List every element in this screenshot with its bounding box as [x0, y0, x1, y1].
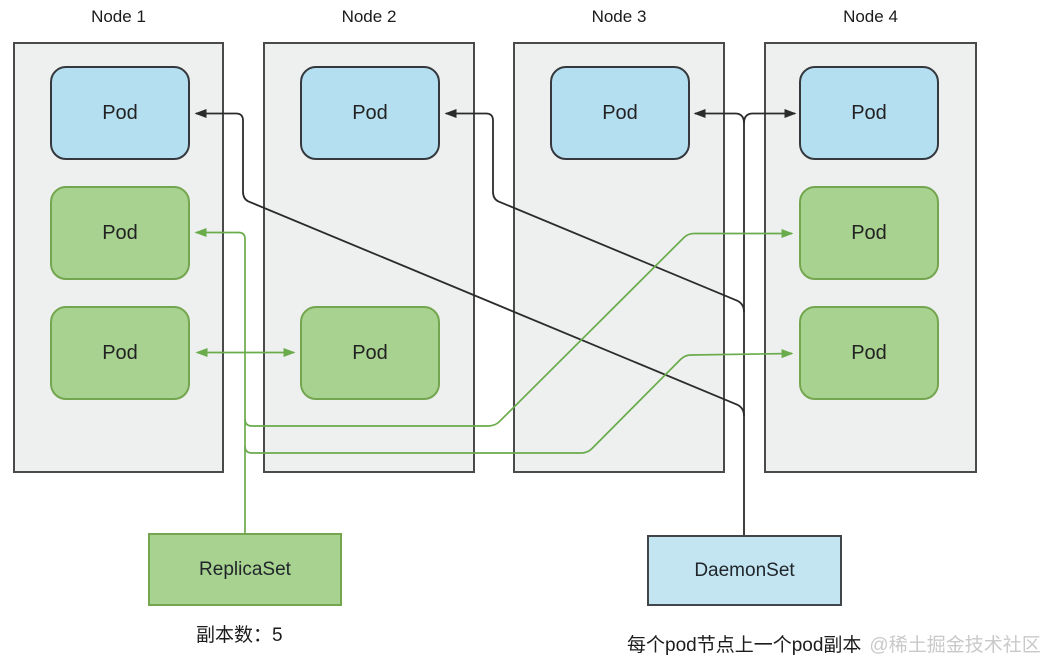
daemonset-caption-text: 每个pod节点上一个pod副本 — [627, 635, 862, 656]
node1-replica-pod-1: Pod — [50, 186, 190, 280]
node4-daemonset-pod: Pod — [799, 66, 939, 160]
replicaset-caption: 副本数：5 — [196, 625, 283, 646]
pod-label: Pod — [851, 341, 887, 364]
node3-daemonset-pod: Pod — [550, 66, 690, 160]
pod-label: Pod — [602, 101, 638, 124]
pod-label: Pod — [102, 341, 138, 364]
node4-title: Node 4 — [843, 7, 898, 26]
pod-label: Pod — [102, 221, 138, 244]
daemonset-caption: 每个pod节点上一个pod副本 @稀土掘金技术社区 — [627, 630, 1041, 657]
node2-replica-pod: Pod — [300, 306, 440, 400]
node2-daemonset-pod: Pod — [300, 66, 440, 160]
site-watermark: @稀土掘金技术社区 — [869, 635, 1041, 656]
daemonset-label: DaemonSet — [694, 559, 795, 581]
node4-replica-pod-1: Pod — [799, 186, 939, 280]
node1-daemonset-pod: Pod — [50, 66, 190, 160]
pod-label: Pod — [352, 341, 388, 364]
pod-label: Pod — [851, 221, 887, 244]
pod-label: Pod — [352, 101, 388, 124]
node1-replica-pod-2: Pod — [50, 306, 190, 400]
replicaset-label: ReplicaSet — [199, 558, 291, 580]
node1-title: Node 1 — [91, 7, 146, 26]
node2-title: Node 2 — [341, 7, 397, 26]
node4-replica-pod-2: Pod — [799, 306, 939, 400]
pod-label: Pod — [851, 101, 887, 124]
replicaset-box: ReplicaSet — [148, 533, 342, 606]
daemonset-box: DaemonSet — [647, 535, 842, 606]
node3-title: Node 3 — [591, 7, 647, 26]
pod-label: Pod — [102, 101, 138, 124]
